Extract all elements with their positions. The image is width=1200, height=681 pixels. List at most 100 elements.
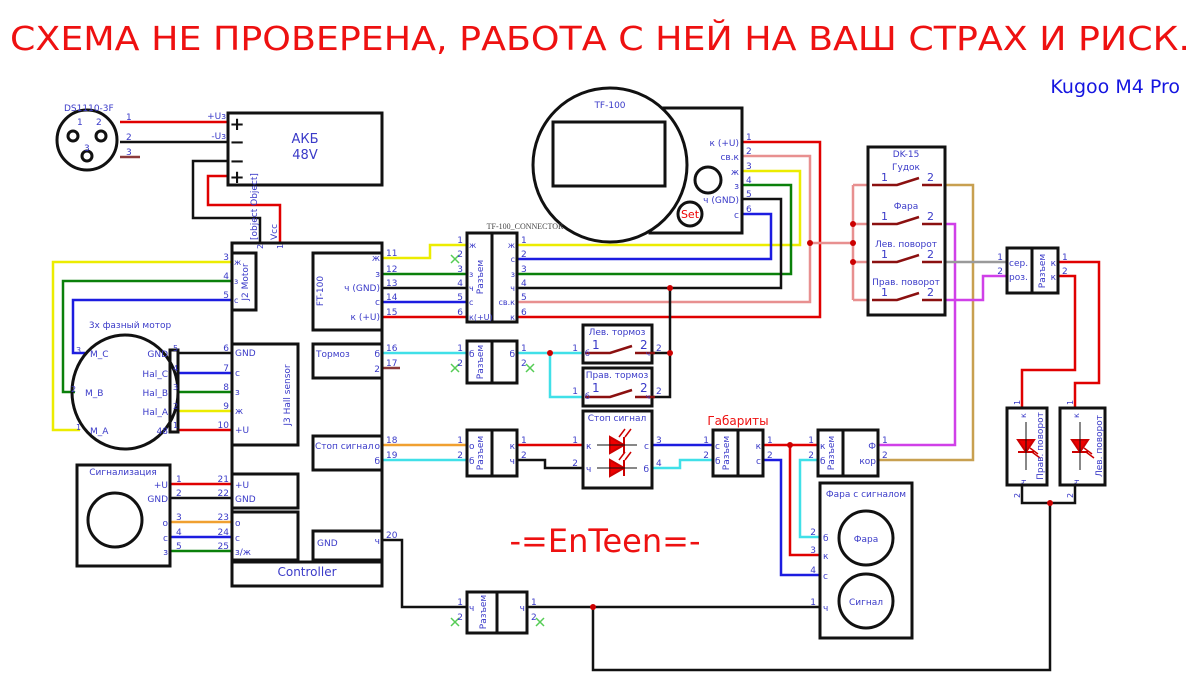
right-brake-switch-icon [585, 388, 655, 399]
gnd-block-name: GND [317, 539, 338, 549]
head-right-label: Ф [868, 442, 876, 452]
no-connect-icon [535, 617, 545, 627]
dk15-switch-label: Фара [894, 202, 919, 212]
battery-box [226, 111, 384, 187]
right_brake-pin-1: 1 [572, 387, 578, 397]
marker-right-pin: 1 [767, 436, 773, 446]
tf-left-label: ж [469, 241, 476, 250]
dk15-contact-2: 2 [927, 286, 934, 299]
gnd-connector-title: Разъем [479, 595, 489, 629]
tf-connector-title: Разъем [476, 260, 486, 294]
head-connector-right [841, 428, 880, 478]
j3-pin-label: +U [235, 426, 249, 436]
alarm-power-label: GND [235, 495, 256, 505]
left_brake-label-b: б [585, 349, 590, 358]
dk15-contact-1: 1 [881, 286, 888, 299]
tf-right-label: св.к [499, 298, 516, 307]
dk15-contact-1: 1 [881, 248, 888, 261]
stop-light-left-label: ч [586, 465, 591, 475]
headlight-c-wire [763, 458, 820, 577]
head-right-label: кор [859, 457, 876, 467]
marker-lights-name: Габариты [707, 414, 768, 428]
stop-pin-label: о [374, 442, 380, 452]
right_brake-label-ch: ч [646, 393, 650, 401]
watermark: -=EnTeen=- [510, 522, 701, 560]
hall-pin: 1 [173, 421, 178, 430]
lamp-icon [837, 509, 895, 567]
alarm-name: Сигнализация [89, 468, 157, 478]
headlight-pin-number: 4 [810, 566, 816, 576]
turn_left-pin-2: 2 [1066, 493, 1075, 498]
stop-conn-left-label: б [469, 457, 475, 467]
no-connect-icon [450, 363, 460, 373]
turn-right-pin: 2 [1062, 267, 1068, 277]
turn_right-top-label: к [1019, 413, 1028, 418]
hall-connector [168, 348, 180, 434]
dk15-switch-label: Прав. поворот [872, 278, 940, 288]
stop-pin-label: б [374, 457, 380, 467]
stop-connector-left [465, 428, 494, 478]
gnd-connector-right [495, 590, 529, 635]
alarm-speaker-icon [86, 491, 144, 549]
j2-pin-label: с [234, 296, 238, 305]
marker-left-label: с [715, 442, 720, 452]
ft100-pin-label: ж [372, 254, 380, 264]
brake-right-label: б [509, 350, 515, 360]
tf-connector-right [490, 231, 519, 324]
right-turn-lamp-wire [1020, 274, 1077, 408]
gnd-pin-label: ч [375, 537, 380, 547]
tf-right-label: ж [508, 241, 515, 250]
tf-left-pin: 6 [457, 308, 463, 318]
alarm-power-pin: 22 [218, 489, 229, 499]
stop-conn-right-label: к [510, 442, 516, 452]
ft-yellow-wire [382, 243, 467, 260]
marker-connector-left [711, 428, 740, 478]
marker-b-wire [652, 458, 713, 470]
display-pin-number: 4 [746, 176, 752, 186]
j2-pin-number: 5 [223, 291, 229, 301]
ft100-pin-number: 12 [386, 265, 397, 275]
tf-left-pin: 1 [457, 236, 463, 246]
motor-name: 3х фазный мотор [89, 321, 172, 331]
lamp-switch-wire [878, 222, 957, 447]
ds-hole-label: 1 [77, 118, 83, 128]
display-pin-label: ж [731, 168, 739, 178]
battery-plus-sign: + [229, 114, 244, 135]
left_brake-label-ch: ч [646, 350, 650, 358]
stop-led-icon-rays [618, 451, 632, 461]
stop-connector-right [490, 428, 519, 478]
head-connector-title: Разъем [827, 436, 837, 470]
display-pin-number: 6 [746, 205, 752, 215]
j2-pin-label: з [234, 277, 238, 286]
right-brake-name: Прав. тормоз [586, 371, 649, 381]
j3-name: J3 Hall sensor [283, 364, 293, 427]
j3-pin-label: с [235, 369, 240, 379]
ds-pin-number: 3 [126, 148, 132, 158]
head-right-pin: 2 [882, 451, 888, 461]
tf-left-pin: 3 [457, 265, 463, 275]
alarm-pin-label: о [162, 519, 168, 529]
marker-connector-title: Разъем [722, 436, 732, 470]
hall-pin: 4 [173, 364, 178, 373]
j3-pin-label: GND [235, 349, 256, 359]
right_brake-label-b: б [585, 392, 590, 401]
display-pin-number: 1 [746, 133, 752, 143]
alarm-power-label: +U [235, 481, 249, 491]
model-name: Kugoo M4 Pro [1050, 76, 1180, 98]
motor-phase-pin: 1 [76, 423, 81, 432]
tf-left-pin: 4 [457, 279, 463, 289]
gnd-conn-right-pin: 1 [531, 598, 537, 608]
junction-dot [850, 221, 856, 227]
stop-block-name: Стоп сигнал [315, 442, 373, 452]
right_brake-contact-1: 1 [592, 381, 600, 395]
stop-light-right-pin: 4 [656, 459, 662, 469]
stop-light-gnd [517, 458, 583, 470]
gnd-connector-left [465, 590, 499, 635]
stop-pin-number: 19 [386, 451, 398, 461]
alarm-power-block [230, 472, 300, 510]
brake-left-pin: 2 [457, 359, 463, 369]
j3-pin-number: 6 [223, 344, 229, 354]
tf-right-pin: 2 [521, 250, 527, 260]
tf-left-label: к(+U) [469, 313, 493, 322]
no-connect-icon [450, 254, 460, 264]
